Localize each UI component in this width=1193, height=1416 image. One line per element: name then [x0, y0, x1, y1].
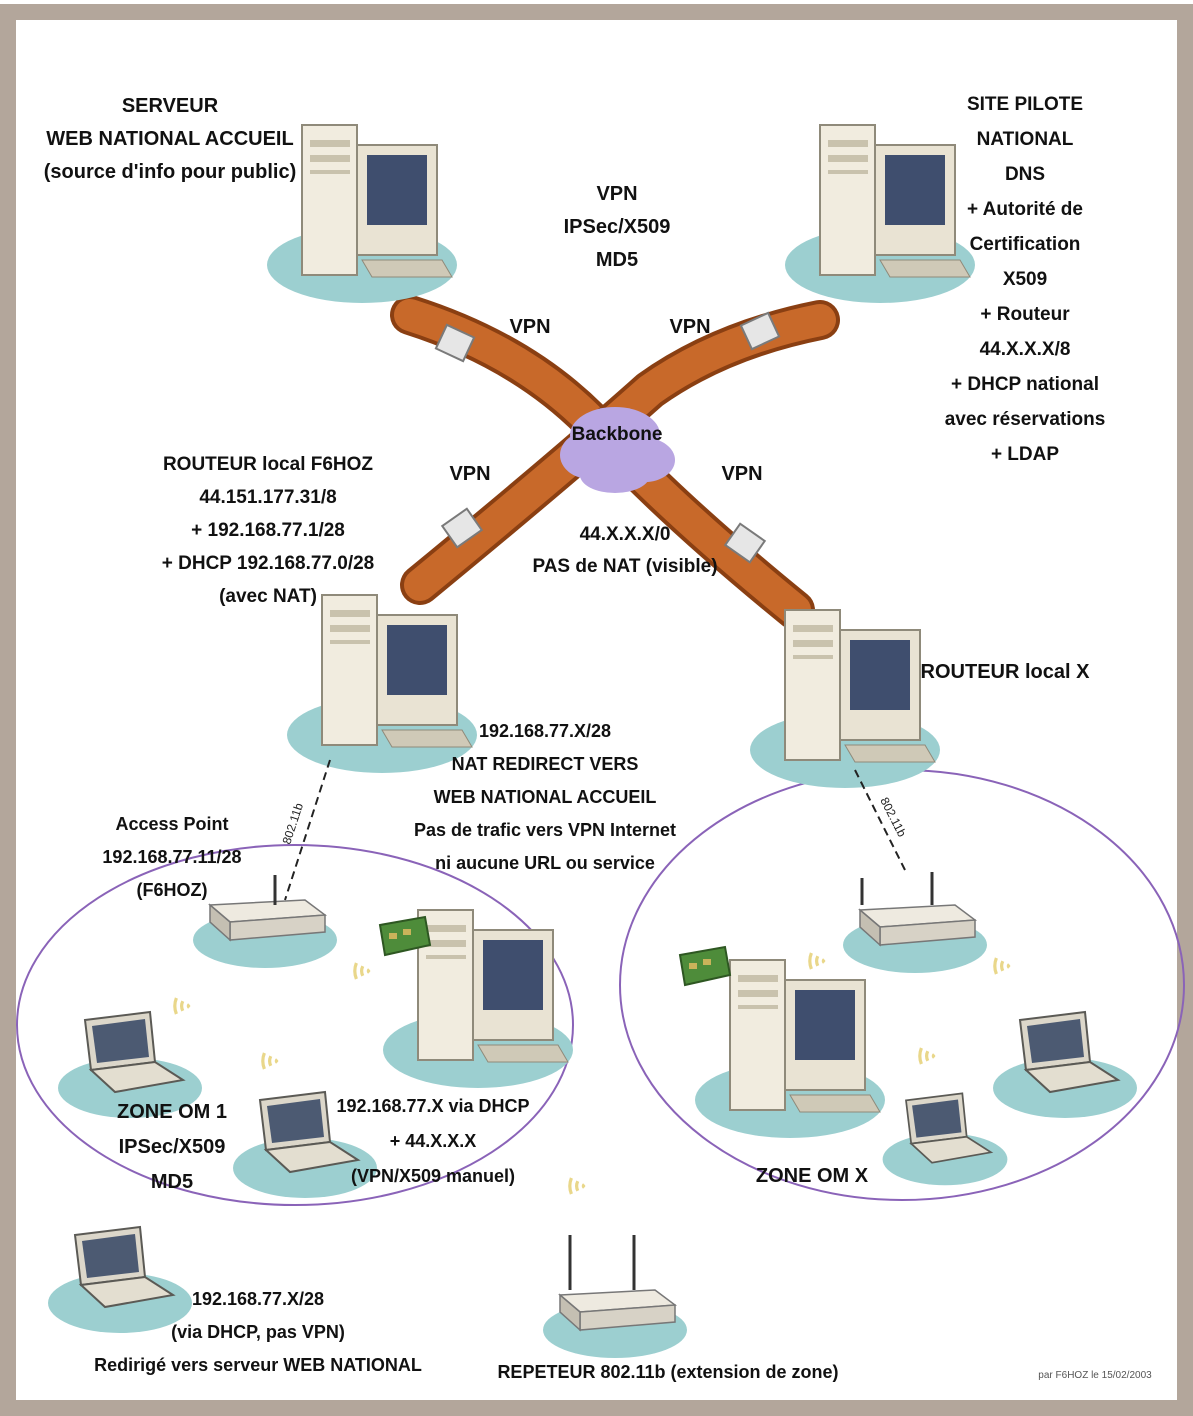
zone-om1-label-line: MD5 [151, 1171, 193, 1193]
site-pilote-label-line: X509 [1003, 269, 1047, 290]
access-point-label: Access Point 192.168.77.11/28 (F6HOZ) [102, 814, 241, 900]
vpn-label-top-right: VPN [669, 316, 710, 338]
nat-redirect-label-line: ni aucune URL ou service [435, 853, 655, 873]
server-web-label: SERVEUR WEB NATIONAL ACCUEIL (source d'inf… [44, 95, 297, 183]
zone-omx-desktop [694, 959, 886, 1139]
routeur-f6hoz-label-line: ROUTEUR local F6HOZ [163, 454, 373, 475]
wifi-card-icon [679, 946, 731, 986]
site-pilote-label-line: + LDAP [991, 444, 1059, 465]
vpn-label-bottom-left: VPN [449, 463, 490, 485]
site-pilote-label-line: Certification [970, 234, 1081, 255]
backbone-info-label-line: 44.X.X.X/0 [580, 524, 671, 545]
site-pilote-label-line: DNS [1005, 164, 1045, 185]
zone-om1-label-line: ZONE OM 1 [117, 1101, 227, 1123]
routeur-f6hoz-label-line: 44.151.177.31/8 [199, 487, 336, 508]
site-pilote-label-line: 44.X.X.X/8 [980, 339, 1071, 360]
site-pilote-label-line: SITE PILOTE [967, 94, 1083, 115]
access-point-label-line: Access Point [115, 814, 228, 834]
routeur-x-computer [749, 609, 941, 789]
repeater-label: REPETEUR 802.11b (extension de zone) [497, 1362, 838, 1382]
nat-redirect-label-line: Pas de trafic vers VPN Internet [414, 820, 676, 840]
outside-client-label-line: 192.168.77.X/28 [192, 1289, 324, 1309]
routeur-f6hoz-label-line: + 192.168.77.1/28 [191, 520, 345, 541]
nat-redirect-label-line: NAT REDIRECT VERS [452, 754, 639, 774]
routeur-x-label: ROUTEUR local X [921, 661, 1091, 683]
site-pilote-label-line: NATIONAL [977, 129, 1074, 150]
outside-client-label-line: (via DHCP, pas VPN) [171, 1322, 345, 1342]
backbone-info-label-line: PAS de NAT (visible) [532, 556, 717, 577]
nat-redirect-label-line: WEB NATIONAL ACCUEIL [434, 787, 657, 807]
server-web-label-line: WEB NATIONAL ACCUEIL [46, 128, 293, 150]
vpn-center-label-line: IPSec/X509 [564, 216, 671, 238]
vpn-label-bottom-right: VPN [721, 463, 762, 485]
credit-text: par F6HOZ le 15/02/2003 [1038, 1370, 1152, 1381]
site-pilote-computer [784, 124, 976, 304]
server-web-label-line: (source d'info pour public) [44, 161, 297, 183]
outside-client-label: 192.168.77.X/28 (via DHCP, pas VPN) Rediri… [94, 1289, 422, 1375]
access-point-x [842, 904, 988, 974]
routeur-f6hoz-label: ROUTEUR local F6HOZ 44.151.177.31/8 + 192.… [162, 454, 375, 607]
nat-redirect-label-line: 192.168.77.X/28 [479, 721, 611, 741]
outside-client-label-line: Redirigé vers serveur WEB NATIONAL [94, 1355, 422, 1375]
backbone-label: Backbone [572, 424, 663, 445]
link-left-label: 802.11b [280, 801, 307, 846]
vpn-connectors [434, 311, 781, 564]
access-point-f6hoz [192, 899, 338, 969]
frame-border [0, 4, 1193, 1416]
site-pilote-label: SITE PILOTE NATIONAL DNS + Autorité de Certi… [945, 94, 1106, 465]
routeur-f6hoz-label-line: (avec NAT) [219, 586, 317, 607]
access-point-label-line: (F6HOZ) [137, 880, 208, 900]
routeur-f6hoz-label-line: + DHCP 192.168.77.0/28 [162, 553, 375, 574]
zone-om1-ellipse [16, 844, 574, 1206]
routeur-f6hoz-computer [286, 594, 478, 774]
link-right-label: 802.11b [877, 795, 909, 840]
access-point-label-line: 192.168.77.11/28 [102, 847, 241, 867]
link-802-11b-right [854, 769, 906, 871]
backbone-cloud [560, 407, 675, 493]
vpn-label-top-left: VPN [509, 316, 550, 338]
zone-omx-laptop-bottom [881, 1092, 1009, 1187]
site-pilote-label-line: avec réservations [945, 409, 1106, 430]
server-web-computer [266, 124, 458, 304]
link-802-11b-left [284, 759, 331, 901]
site-pilote-label-line: + DHCP national [951, 374, 1099, 395]
zone-omx-label: ZONE OM X [756, 1165, 869, 1187]
zone-omx-laptop-right [992, 1011, 1138, 1119]
site-pilote-label-line: + Routeur [980, 304, 1070, 325]
zone-om1-dhcp-label-line: + 44.X.X.X [390, 1131, 477, 1151]
vpn-center-label-line: MD5 [596, 249, 638, 271]
site-pilote-label-line: + Autorité de [967, 199, 1083, 220]
repeater-device [542, 1289, 688, 1359]
outside-laptop [47, 1226, 193, 1334]
zone-om1-dhcp-label-line: 192.168.77.X via DHCP [336, 1096, 529, 1116]
zone-om1-label-line: IPSec/X509 [119, 1136, 226, 1158]
vpn-center-label-line: VPN [596, 183, 637, 205]
server-web-label-line: SERVEUR [122, 95, 219, 117]
zone-om1-dhcp-label-line: (VPN/X509 manuel) [351, 1166, 515, 1186]
zone-om1-dhcp-label: 192.168.77.X via DHCP + 44.X.X.X (VPN/X509… [336, 1096, 529, 1186]
